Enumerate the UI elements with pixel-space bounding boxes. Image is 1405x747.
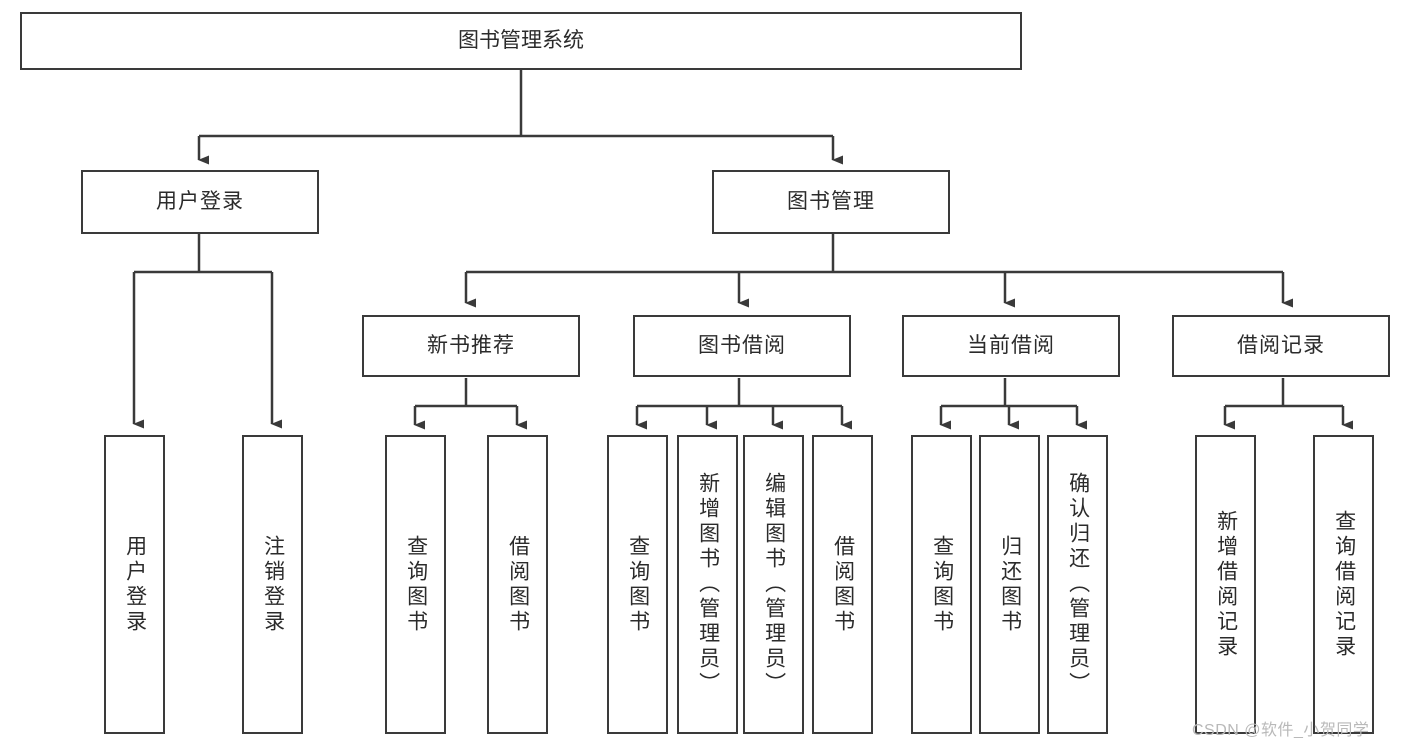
leaf-currentborrow-query-book-label: 查询图书 xyxy=(930,534,954,635)
leaf-borrowrecord-add-record[interactable]: 新增借阅记录 xyxy=(1195,435,1256,734)
csdn-watermark: CSDN @软件_小贺同学 xyxy=(1192,722,1370,739)
leaf-currentborrow-confirm-return[interactable]: 确认归还（管理员） xyxy=(1047,435,1108,734)
node-book-borrow-label: 图书借阅 xyxy=(698,333,786,357)
leaf-currentborrow-return-book-label: 归还图书 xyxy=(998,534,1022,635)
leaf-bookborrow-add-book-label: 新增图书（管理员） xyxy=(696,472,720,697)
leaf-currentborrow-return-book[interactable]: 归还图书 xyxy=(979,435,1040,734)
node-new-book-recommend[interactable]: 新书推荐 xyxy=(362,315,580,377)
leaf-logout-label: 注销登录 xyxy=(261,534,285,635)
leaf-bookborrow-query-book[interactable]: 查询图书 xyxy=(607,435,668,734)
node-root-label: 图书管理系统 xyxy=(458,28,584,52)
leaf-bookborrow-query-book-label: 查询图书 xyxy=(626,534,650,635)
leaf-newbook-query-book-label: 查询图书 xyxy=(404,534,428,635)
leaf-bookborrow-add-book[interactable]: 新增图书（管理员） xyxy=(677,435,738,734)
node-borrow-record-label: 借阅记录 xyxy=(1237,333,1325,357)
node-user-login-label: 用户登录 xyxy=(156,189,244,213)
leaf-user-login-label: 用户登录 xyxy=(123,534,147,635)
leaf-newbook-query-book[interactable]: 查询图书 xyxy=(385,435,446,734)
node-root-system[interactable]: 图书管理系统 xyxy=(20,12,1022,70)
node-new-book-recommend-label: 新书推荐 xyxy=(427,333,515,357)
leaf-borrowrecord-query-record[interactable]: 查询借阅记录 xyxy=(1313,435,1374,734)
leaf-bookborrow-borrow-book-label: 借阅图书 xyxy=(831,534,855,635)
leaf-bookborrow-borrow-book[interactable]: 借阅图书 xyxy=(812,435,873,734)
leaf-user-login[interactable]: 用户登录 xyxy=(104,435,165,734)
node-book-borrow[interactable]: 图书借阅 xyxy=(633,315,851,377)
node-borrow-record[interactable]: 借阅记录 xyxy=(1172,315,1390,377)
leaf-newbook-borrow-book[interactable]: 借阅图书 xyxy=(487,435,548,734)
leaf-bookborrow-edit-book-label: 编辑图书（管理员） xyxy=(762,472,786,697)
node-book-management[interactable]: 图书管理 xyxy=(712,170,950,234)
leaf-currentborrow-query-book[interactable]: 查询图书 xyxy=(911,435,972,734)
node-book-management-label: 图书管理 xyxy=(787,189,875,213)
leaf-currentborrow-confirm-return-label: 确认归还（管理员） xyxy=(1066,472,1090,697)
leaf-logout[interactable]: 注销登录 xyxy=(242,435,303,734)
leaf-bookborrow-edit-book[interactable]: 编辑图书（管理员） xyxy=(743,435,804,734)
leaf-borrowrecord-query-record-label: 查询借阅记录 xyxy=(1332,509,1356,660)
node-user-login[interactable]: 用户登录 xyxy=(81,170,319,234)
leaf-borrowrecord-add-record-label: 新增借阅记录 xyxy=(1214,509,1238,660)
leaf-newbook-borrow-book-label: 借阅图书 xyxy=(506,534,530,635)
node-current-borrow-label: 当前借阅 xyxy=(967,333,1055,357)
node-current-borrow[interactable]: 当前借阅 xyxy=(902,315,1120,377)
